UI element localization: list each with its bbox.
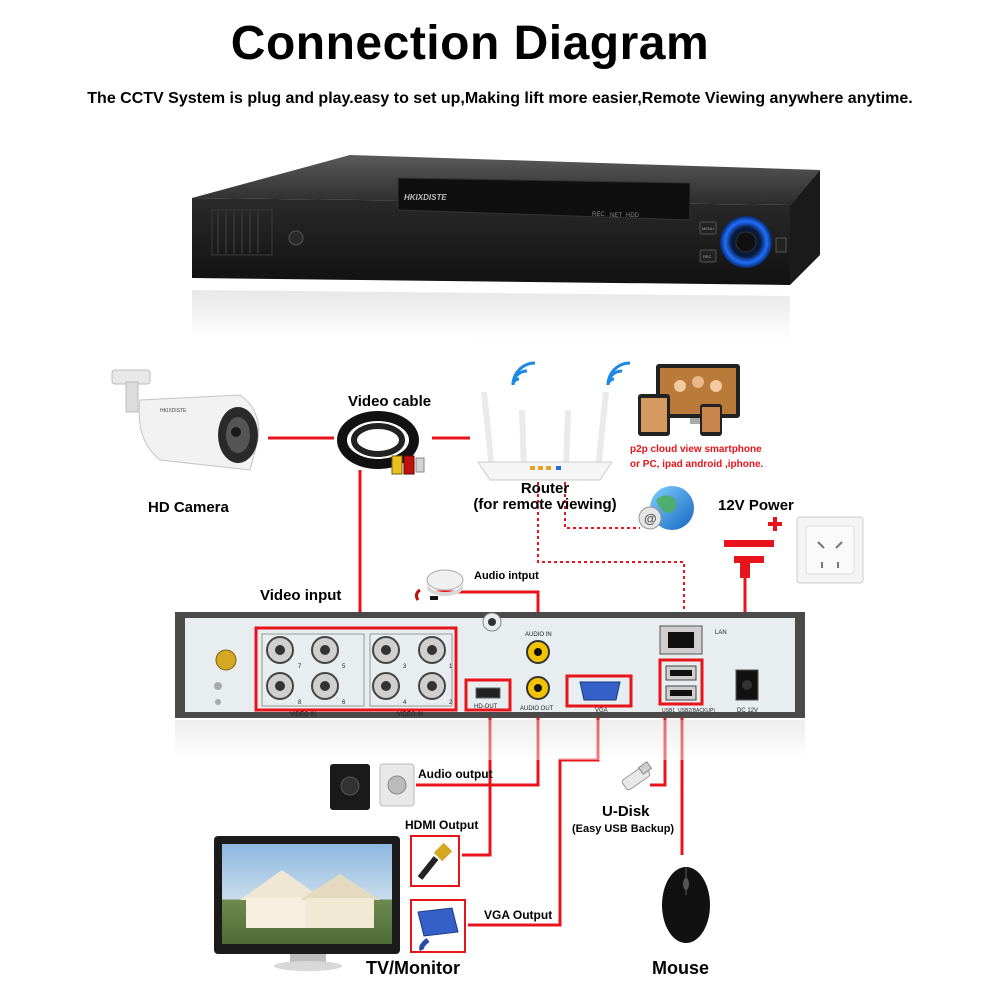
vga-label: VGA: [595, 708, 608, 714]
vga-port-highlight: [565, 674, 633, 708]
channel-3: 3: [403, 664, 407, 670]
audio-input-label: Audio intput: [474, 570, 539, 582]
p2p-text-line1: p2p cloud view smartphone: [630, 444, 762, 455]
udisk-label: U-Disk: [602, 803, 650, 820]
router-label: Router: [520, 480, 570, 497]
channel-5: 5: [342, 664, 346, 670]
router-sublabel: (for remote viewing): [473, 496, 617, 513]
dvr-indicator-hdd: HDD: [626, 213, 640, 219]
video-input-highlight: [254, 626, 458, 712]
wall-socket: [796, 516, 864, 584]
speakers: [330, 763, 415, 810]
power-symbol: [724, 517, 782, 578]
dvr-indicator-net: NET: [610, 213, 622, 219]
bnc-connectors: [266, 636, 446, 700]
audio-output-label: Audio output: [418, 767, 493, 781]
vga-cable: [410, 899, 466, 953]
camera-label: HD Camera: [148, 499, 229, 516]
dvr-rear-panel: 7 5 3 1 8 6 4 2 VIDEO IN VIDEO IN HD-OUT…: [175, 612, 805, 760]
hdmi-cable: [410, 835, 460, 887]
audio-out-label: AUDIO OUT: [520, 706, 554, 712]
u-disk: [621, 761, 653, 791]
tv-monitor: [214, 836, 400, 971]
router: [477, 361, 631, 481]
svg-text:@: @: [644, 511, 657, 526]
mouse: [662, 867, 710, 943]
dvr-indicator-rec: REC: [592, 212, 605, 218]
usb2-label: USB2(BACKUP): [678, 708, 715, 714]
wire-hdmi: [462, 715, 492, 857]
usb-port-highlight: [658, 658, 704, 706]
channel-4: 4: [403, 700, 407, 706]
wire-router-cloud: [564, 470, 640, 529]
tv-label: TV/Monitor: [366, 958, 460, 978]
channel-6: 6: [342, 700, 346, 706]
wire-router-lan: [537, 470, 685, 632]
hdmi-output-label: HDMI Output: [405, 818, 479, 832]
channel-1: 1: [449, 664, 453, 670]
dc12v-label: DC 12V: [737, 708, 758, 714]
video-input-label: Video input: [260, 587, 342, 604]
audio-in-label: AUDIO IN: [525, 632, 552, 638]
video-cable-label: Video cable: [348, 393, 432, 410]
video-cable-coil: [337, 411, 425, 475]
dvr-front-unit: HKIXDISTE REC NET HDD MENU REC: [192, 155, 820, 340]
p2p-devices: [638, 364, 740, 436]
diagram-subtitle: The CCTV System is plug and play.easy to…: [87, 90, 913, 107]
mouse-label: Mouse: [652, 958, 710, 978]
dvr-menu-button: MENU: [702, 226, 714, 231]
udisk-sublabel: (Easy USB Backup): [572, 823, 675, 835]
wifi-icon-right: [606, 361, 631, 386]
video-in-label-right: VIDEO IN: [397, 712, 423, 718]
hd-camera: HKIXDISTE: [111, 369, 260, 471]
channel-2: 2: [449, 700, 453, 706]
cloud-globe-icon: @: [638, 486, 694, 530]
dvr-rec-button: REC: [703, 254, 712, 259]
channel-8: 8: [298, 700, 302, 706]
hdmi-port-highlight: [464, 678, 512, 712]
diagram-title: Connection Diagram: [230, 17, 710, 70]
channel-7: 7: [298, 664, 302, 670]
wifi-icon-left: [511, 361, 536, 386]
dvr-brand: HKIXDISTE: [404, 193, 447, 202]
usb1-label: USB1: [662, 708, 675, 714]
video-in-label-left: VIDEO IN: [290, 712, 316, 718]
power-label: 12V Power: [718, 497, 794, 514]
audio-input-microphone: [414, 569, 464, 601]
hd-out-label: HD-OUT: [474, 704, 498, 710]
network-wires: [537, 470, 685, 632]
vga-output-label: VGA Output: [484, 908, 553, 922]
camera-brand: HKIXDISTE: [160, 408, 187, 414]
p2p-text-line2: or PC, ipad android ,iphone.: [630, 459, 764, 470]
lan-label: LAN: [715, 630, 727, 636]
